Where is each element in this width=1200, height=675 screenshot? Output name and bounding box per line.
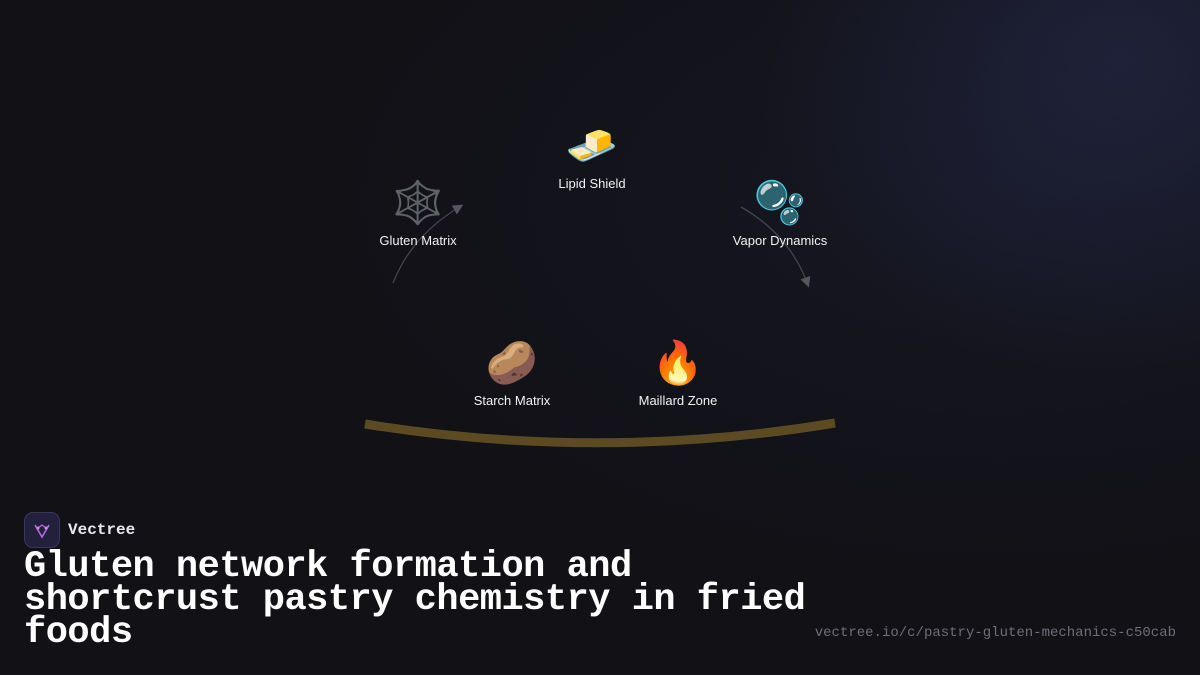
spider-web-icon: 🕸️ (391, 178, 445, 227)
page-title: Gluten network formation and shortcrust … (24, 546, 806, 654)
base-arc (364, 418, 836, 448)
node-label: Gluten Matrix (379, 233, 457, 248)
connector-arrow-gluten-to-lipid (392, 204, 464, 284)
node-label: Vapor Dynamics (732, 233, 828, 248)
potato-icon: 🥔 (485, 338, 539, 387)
node-starch-matrix: 🥔 Starch Matrix (442, 338, 582, 409)
connector-arrow-vapor-down (740, 206, 811, 288)
bubbles-icon: 🫧 (753, 178, 807, 227)
node-gluten-matrix: 🕸️ Gluten Matrix (348, 178, 488, 249)
node-label: Lipid Shield (558, 176, 626, 191)
node-label: Maillard Zone (638, 393, 718, 408)
vectree-logo-icon (24, 512, 60, 548)
node-maillard-zone: 🔥 Maillard Zone (608, 338, 748, 409)
fire-icon: 🔥 (651, 338, 705, 387)
butter-icon: 🧈 (565, 121, 619, 170)
node-label: Starch Matrix (473, 393, 551, 408)
node-vapor-dynamics: 🫧 Vapor Dynamics (710, 178, 850, 249)
source-url[interactable]: vectree.io/c/pastry-gluten-mechanics-c50… (814, 625, 1176, 641)
brand-name: Vectree (68, 521, 136, 539)
brand[interactable]: Vectree (24, 512, 135, 548)
node-lipid-shield: 🧈 Lipid Shield (522, 121, 662, 192)
